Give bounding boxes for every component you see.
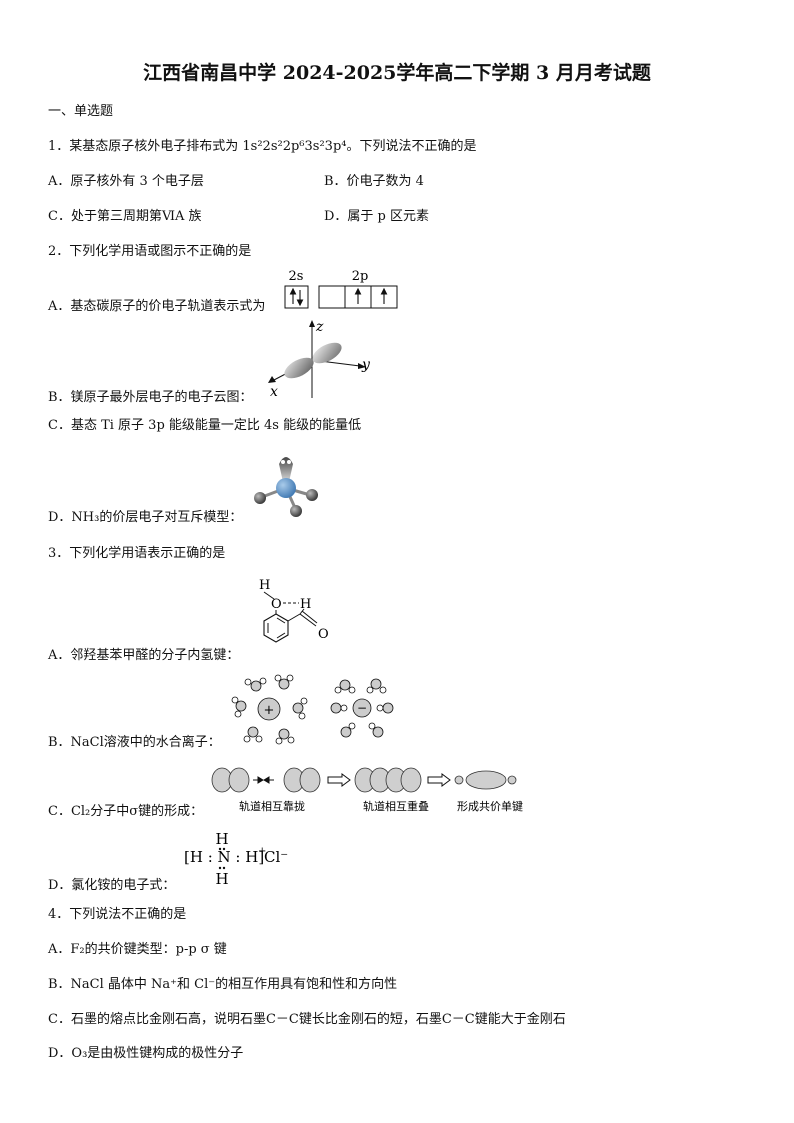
formula-anion: Cl⁻: [264, 848, 288, 866]
formula-h-bottom: H: [215, 870, 228, 888]
nh3-vsepr-model: [254, 457, 318, 517]
q1-option-d: D．属于 p 区元素: [324, 209, 430, 224]
cl2-sigma-bond-formation-figure: 轨道相互靠拢 轨道相互重叠 形成共价单键: [211, 767, 523, 813]
atom-o2: O: [318, 627, 329, 642]
section-heading: 一、单选题: [48, 104, 114, 119]
q3-stem: 3．下列化学用语表示正确的是: [48, 546, 226, 561]
formula-charge: +: [258, 846, 266, 857]
salicylaldehyde-hbond-structure: H O H O: [259, 578, 329, 643]
hydrated-cation: [231, 674, 308, 745]
q2-stem: 2．下列化学用语或图示不正确的是: [48, 244, 252, 259]
axis-x-label: x: [270, 384, 278, 398]
q4-option-b: B．NaCl 晶体中 Na⁺和 Cl⁻的相互作用具有饱和性和方向性: [48, 977, 398, 992]
step-label-overlap: 轨道相互重叠: [363, 799, 429, 813]
hydrated-anion: [330, 678, 394, 738]
q1-stem: 1．某基态原子核外电子排布式为 1s²2s²2p⁶3s²3p⁴。下列说法不正确的…: [48, 139, 477, 154]
q2-option-b: B．镁原子最外层电子的电子云图：: [48, 390, 253, 405]
q1-option-c: C．处于第三周期第ⅥA 族: [48, 209, 202, 224]
q2-option-c: C．基态 Ti 原子 3p 能级能量一定比 4s 能级的能量低: [48, 418, 362, 433]
q4-option-a: A．F₂的共价键类型：p-p σ 键: [48, 942, 227, 957]
hydrated-ions-figure: + −: [231, 674, 394, 745]
atom-o1: O: [271, 597, 282, 612]
mg-electron-cloud-figure: z y x: [268, 319, 371, 398]
label-2p: 2p: [352, 269, 369, 284]
atom-h2: H: [300, 597, 311, 612]
nh4cl-electron-formula: H [H : N : H] + Cl⁻ H: [184, 830, 288, 888]
axis-z-label: z: [315, 319, 324, 335]
q2-option-d: D．NH₃的价层电子对互斥模型：: [48, 510, 243, 525]
anion-minus-sign: −: [357, 701, 367, 715]
step-label-approach: 轨道相互靠拢: [239, 799, 305, 813]
q1-option-a: A．原子核外有 3 个电子层: [48, 174, 204, 189]
formula-h-top: H: [215, 830, 228, 848]
label-2s: 2s: [289, 269, 304, 284]
q1-option-b: B．价电子数为 4: [324, 174, 424, 189]
q4-option-d: D．O₃是由极性键构成的极性分子: [48, 1046, 244, 1061]
q3-option-d: D．氯化铵的电子式：: [48, 878, 176, 893]
q4-stem: 4．下列说法不正确的是: [48, 907, 187, 922]
formula-main: [H : N : H]: [184, 848, 264, 866]
q4-option-c: C．石墨的熔点比金刚石高，说明石墨C－C键长比金刚石的短，石墨C－C键能大于金刚…: [48, 1012, 566, 1027]
step-label-single-bond: 形成共价单键: [457, 799, 523, 813]
cation-plus-sign: +: [264, 703, 275, 718]
axis-y-label: y: [361, 357, 371, 373]
q2-option-a: A．基态碳原子的价电子轨道表示式为: [48, 299, 266, 314]
q3-option-a: A．邻羟基苯甲醛的分子内氢键：: [48, 648, 240, 663]
carbon-orbital-diagram: 2s 2p: [284, 269, 398, 309]
q3-option-c: C．Cl₂分子中σ键的形成：: [48, 804, 204, 819]
exam-title: 江西省南昌中学 2024-2025学年高二下学期 3 月月考试题: [143, 62, 651, 84]
q3-option-b: B．NaCl溶液中的水合离子：: [48, 735, 221, 750]
atom-h1: H: [259, 578, 270, 593]
